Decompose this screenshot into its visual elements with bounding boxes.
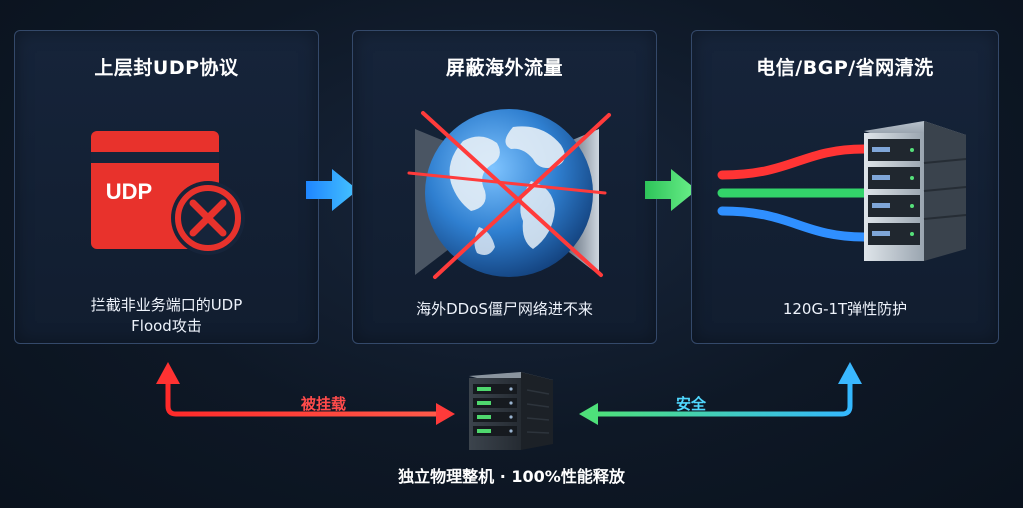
safe-label: 安全 — [676, 395, 707, 413]
safe-arrow-head-left — [579, 403, 598, 425]
server-rack-icon — [717, 121, 967, 261]
safe-arrow-head-up — [838, 362, 862, 384]
hijack-arrow-path — [165, 382, 438, 417]
panel-description: 海外DDoS僵尸网络进不来 — [416, 300, 593, 318]
panel-description: 120G-1T弹性防护 — [782, 300, 908, 318]
panel-traffic-cleaning: 电信/BGP/省网清洗 — [691, 30, 999, 344]
udp-blocked-icon: UDP — [91, 131, 245, 255]
panel-title: 电信/BGP/省网清洗 — [756, 57, 934, 79]
desc-line-1: 拦截非业务端口的UDP — [90, 296, 243, 314]
panel-title: 上层封UDP协议 — [94, 57, 239, 79]
safe-arrow-path — [596, 382, 853, 417]
flow-arrow-blue — [306, 169, 358, 211]
server-stack — [864, 121, 967, 261]
footer-caption: 独立物理整机 · 100%性能释放 — [398, 467, 625, 486]
flow-arrow-green — [645, 169, 697, 211]
desc-line-2: Flood攻击 — [131, 317, 202, 335]
hijacked-label: 被挂载 — [301, 395, 347, 413]
panel-udp-block: 上层封UDP协议 UDP 拦截非业务端口的UDP Flood攻击 — [14, 30, 319, 344]
panel-title: 屏蔽海外流量 — [445, 57, 563, 79]
panel-description: 拦截非业务端口的UDP Flood攻击 — [15, 295, 318, 337]
hijack-arrow-head-right — [436, 403, 455, 425]
panel-overseas-block: 屏蔽海外流量 海外DDoS僵尸网络进不来 — [352, 30, 657, 344]
hijack-arrow-head-up — [156, 362, 180, 384]
globe-crossed-icon — [407, 109, 611, 279]
udp-icon-text: UDP — [106, 179, 152, 204]
server-tower-icon — [469, 372, 553, 450]
